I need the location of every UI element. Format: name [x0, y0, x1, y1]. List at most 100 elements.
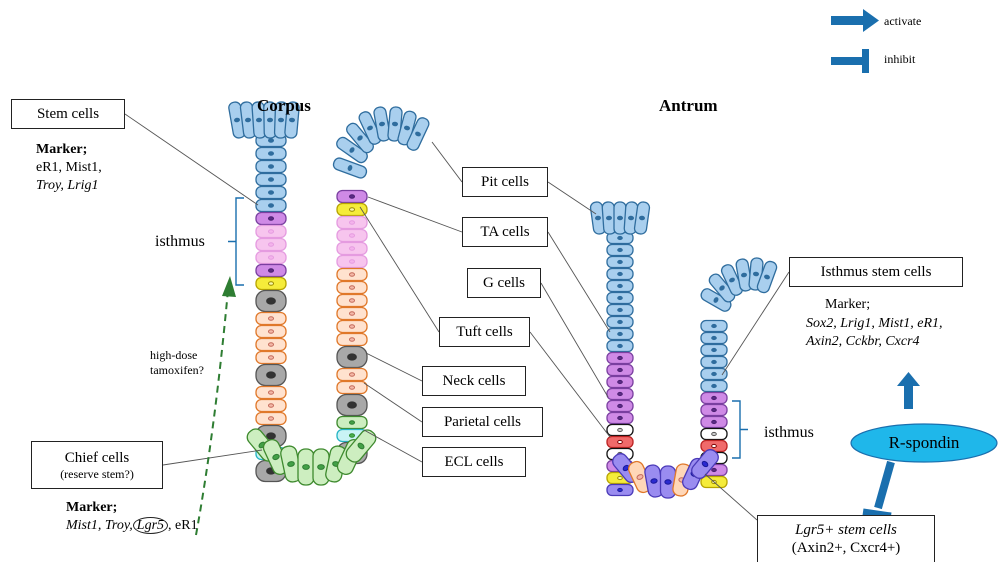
- corpus-left-cell-4-nucleus: [268, 191, 273, 195]
- corpus-title: Corpus: [257, 96, 311, 116]
- antrum-right-cell-6: [701, 393, 727, 404]
- antrum-left-cell-17-nucleus: [618, 440, 623, 443]
- lgr5-stem-cells-box: Lgr5+ stem cells (Axin2+, Cxcr4+): [757, 515, 935, 562]
- corpus-right-cell-14-nucleus: [349, 386, 354, 390]
- corpus-right-cell-17-nucleus: [349, 434, 354, 438]
- antrum-left-cell-16-nucleus: [618, 428, 623, 431]
- chief-marker-mist1: Mist1,: [66, 518, 105, 533]
- tuft-cells-label: Tuft cells: [456, 323, 513, 341]
- corpus-left-top-pit-5-nucleus: [289, 118, 294, 122]
- corpus-right-cell-12: [337, 347, 367, 368]
- antrum-right-top-pit-3-nucleus: [741, 273, 747, 277]
- antrum-left-cell-14-nucleus: [618, 404, 623, 407]
- tuft-cells-box: Tuft cells: [439, 317, 530, 347]
- antrum-left-cell-5: [607, 293, 633, 304]
- isthmus-marker-line2: Axin2, Cckbr, Cxcr4: [806, 333, 920, 351]
- corpus-left-cell-3-nucleus: [268, 178, 273, 182]
- tamoxifen-label: tamoxifen?: [150, 364, 204, 378]
- antrum-title: Antrum: [659, 96, 718, 116]
- corpus-right-cell-1-nucleus: [349, 208, 354, 212]
- antrum-left-cell-11: [607, 365, 633, 376]
- isthmus-marker-title: Marker;: [825, 296, 870, 314]
- antrum-left-cell-1: [607, 245, 633, 256]
- antrum-left-cell-16: [607, 425, 633, 436]
- antrum-base-cell-3-nucleus: [665, 480, 671, 484]
- corpus-right-cell-13: [337, 369, 367, 381]
- antrum-right-cell-10: [701, 441, 727, 452]
- corpus-right-cell-15: [337, 395, 367, 416]
- corpus-left-cell-17: [256, 365, 286, 386]
- pit-cells-label: Pit cells: [481, 173, 529, 191]
- antrum-left-cell-2: [607, 257, 633, 268]
- corpus-left-cell-13: [256, 313, 286, 325]
- antrum-right-cell-5: [701, 381, 727, 392]
- antrum-left-cell-2-nucleus: [618, 260, 623, 263]
- legend-activate-icon: [863, 9, 879, 32]
- antrum-left-top-pit-4-nucleus: [639, 216, 644, 220]
- chief-marker-troy: Troy,: [105, 518, 133, 533]
- antrum-left-cell-14: [607, 401, 633, 412]
- high-dose-label: high-dose: [150, 349, 197, 363]
- corpus-left-cell-12-nucleus: [267, 298, 276, 304]
- corpus-left-cell-10: [256, 265, 286, 277]
- lgr5-stem-line1: Lgr5+ stem cells: [795, 521, 897, 539]
- corpus-right-cell-13-nucleus: [349, 373, 354, 377]
- antrum-left-cell-3: [607, 269, 633, 280]
- antrum-right-cell-2: [701, 345, 727, 356]
- antrum-right-cell-1-nucleus: [712, 336, 717, 339]
- corpus-left-cell-6: [256, 213, 286, 225]
- corpus-left-top-pit-0-nucleus: [234, 118, 240, 122]
- corpus-right-cell-2: [337, 217, 367, 229]
- corpus-marker-line2: Troy, Lrig1: [36, 177, 102, 195]
- antrum-right-cell-8: [701, 417, 727, 428]
- corpus-left-cell-16: [256, 352, 286, 364]
- corpus-left-cell-13-nucleus: [268, 317, 273, 321]
- corpus-chief-cell-3: [298, 449, 314, 485]
- antrum-right-cell-9: [701, 429, 727, 440]
- tamoxifen-arrowhead: [222, 276, 236, 297]
- antrum-right-cell-0-nucleus: [712, 324, 717, 327]
- antrum-isthmus-label: isthmus: [764, 424, 814, 442]
- antrum-right-cell-3: [701, 357, 727, 368]
- corpus-right-cell-12-nucleus: [348, 354, 357, 360]
- corpus-left-cell-15-nucleus: [268, 343, 273, 347]
- antrum-right-cell-4-nucleus: [712, 372, 717, 375]
- corpus-left-top-pit-4-nucleus: [278, 118, 283, 122]
- corpus-left-cell-5-nucleus: [268, 204, 273, 208]
- ecl-cells-leader: [364, 430, 422, 462]
- corpus-left-cell-9-nucleus: [268, 256, 273, 260]
- corpus-left-cell-14-nucleus: [268, 330, 273, 334]
- corpus-left-cell-16-nucleus: [268, 356, 273, 360]
- corpus-left-cell-18: [256, 387, 286, 399]
- corpus-left-cell-19-nucleus: [268, 404, 273, 408]
- antrum-left-cell-0-nucleus: [618, 236, 623, 239]
- antrum-left-cell-4: [607, 281, 633, 292]
- corpus-left-cell-1: [256, 148, 286, 160]
- antrum-left-top-pit-2-nucleus: [617, 216, 622, 220]
- antrum-left-cell-8: [607, 329, 633, 340]
- neck-cells-box: Neck cells: [422, 366, 526, 396]
- legend-activate-label: activate: [884, 15, 921, 29]
- corpus-left-cell-8: [256, 239, 286, 251]
- antrum-left-cell-8-nucleus: [618, 332, 623, 335]
- corpus-left-cell-12: [256, 291, 286, 312]
- antrum-isthmus-bracket: [732, 401, 748, 458]
- isthmus-stem-cells-label: Isthmus stem cells: [821, 263, 932, 281]
- tuft-cells-leader-1: [360, 207, 439, 332]
- corpus-right-cell-4: [337, 243, 367, 255]
- corpus-left-cell-1-nucleus: [268, 152, 273, 156]
- corpus-right-cell-7: [337, 282, 367, 294]
- parietal-cells-box: Parietal cells: [422, 407, 543, 437]
- ecl-cells-box: ECL cells: [422, 447, 526, 477]
- corpus-right-cell-11-nucleus: [349, 338, 354, 342]
- corpus-left-cell-7: [256, 226, 286, 238]
- antrum-left-cell-21-nucleus: [618, 488, 623, 491]
- antrum-left-cell-11-nucleus: [618, 368, 623, 371]
- corpus-isthmus-label: isthmus: [155, 233, 205, 251]
- corpus-right-cell-5-nucleus: [349, 260, 354, 264]
- corpus-right-cell-16: [337, 417, 367, 429]
- r-spondin-activate-arrowhead: [897, 372, 920, 386]
- antrum-left-top-pit-1-nucleus: [606, 216, 611, 220]
- ecl-cells-label: ECL cells: [444, 453, 503, 471]
